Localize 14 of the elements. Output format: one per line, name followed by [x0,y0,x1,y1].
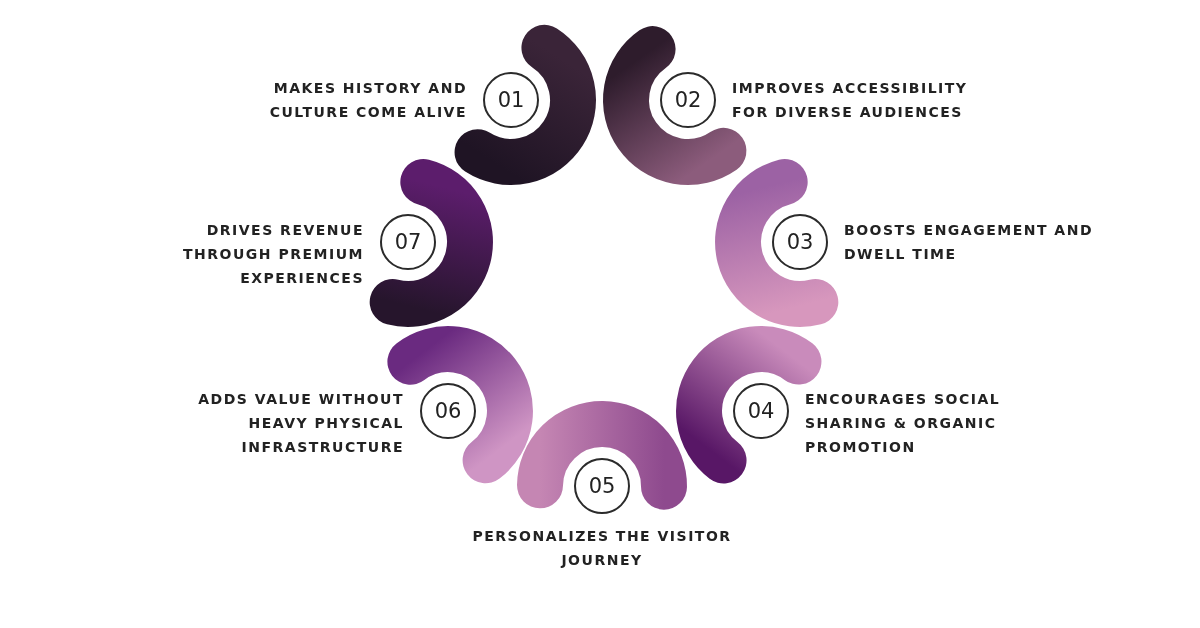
step-description: PERSONALIZES THE VISITOR JOURNEY [471,527,733,570]
step-description: DRIVES REVENUE THROUGH PREMIUM EXPERIENCES [182,221,364,288]
step-description: IMPROVES ACCESSIBILITY FOR DIVERSE AUDIENCES [732,79,969,122]
number-circle: 01 [483,72,539,128]
number-circle: 02 [660,72,716,128]
number-circle: 03 [772,214,828,270]
number-circle: 04 [733,383,789,439]
step-description: ADDS VALUE WITHOUT HEAVY PHYSICAL INFRASTRUCTURE [197,390,404,457]
number-circle: 06 [420,383,476,439]
step-description: BOOSTS ENGAGEMENT AND DWELL TIME [844,221,1094,264]
number-circle: 05 [574,458,630,514]
step-description: MAKES HISTORY AND CULTURE COME ALIVE [268,79,467,122]
number-circle: 07 [380,214,436,270]
step-description: ENCOURAGES SOCIAL SHARING & ORGANIC PROMOTION [805,390,1002,457]
